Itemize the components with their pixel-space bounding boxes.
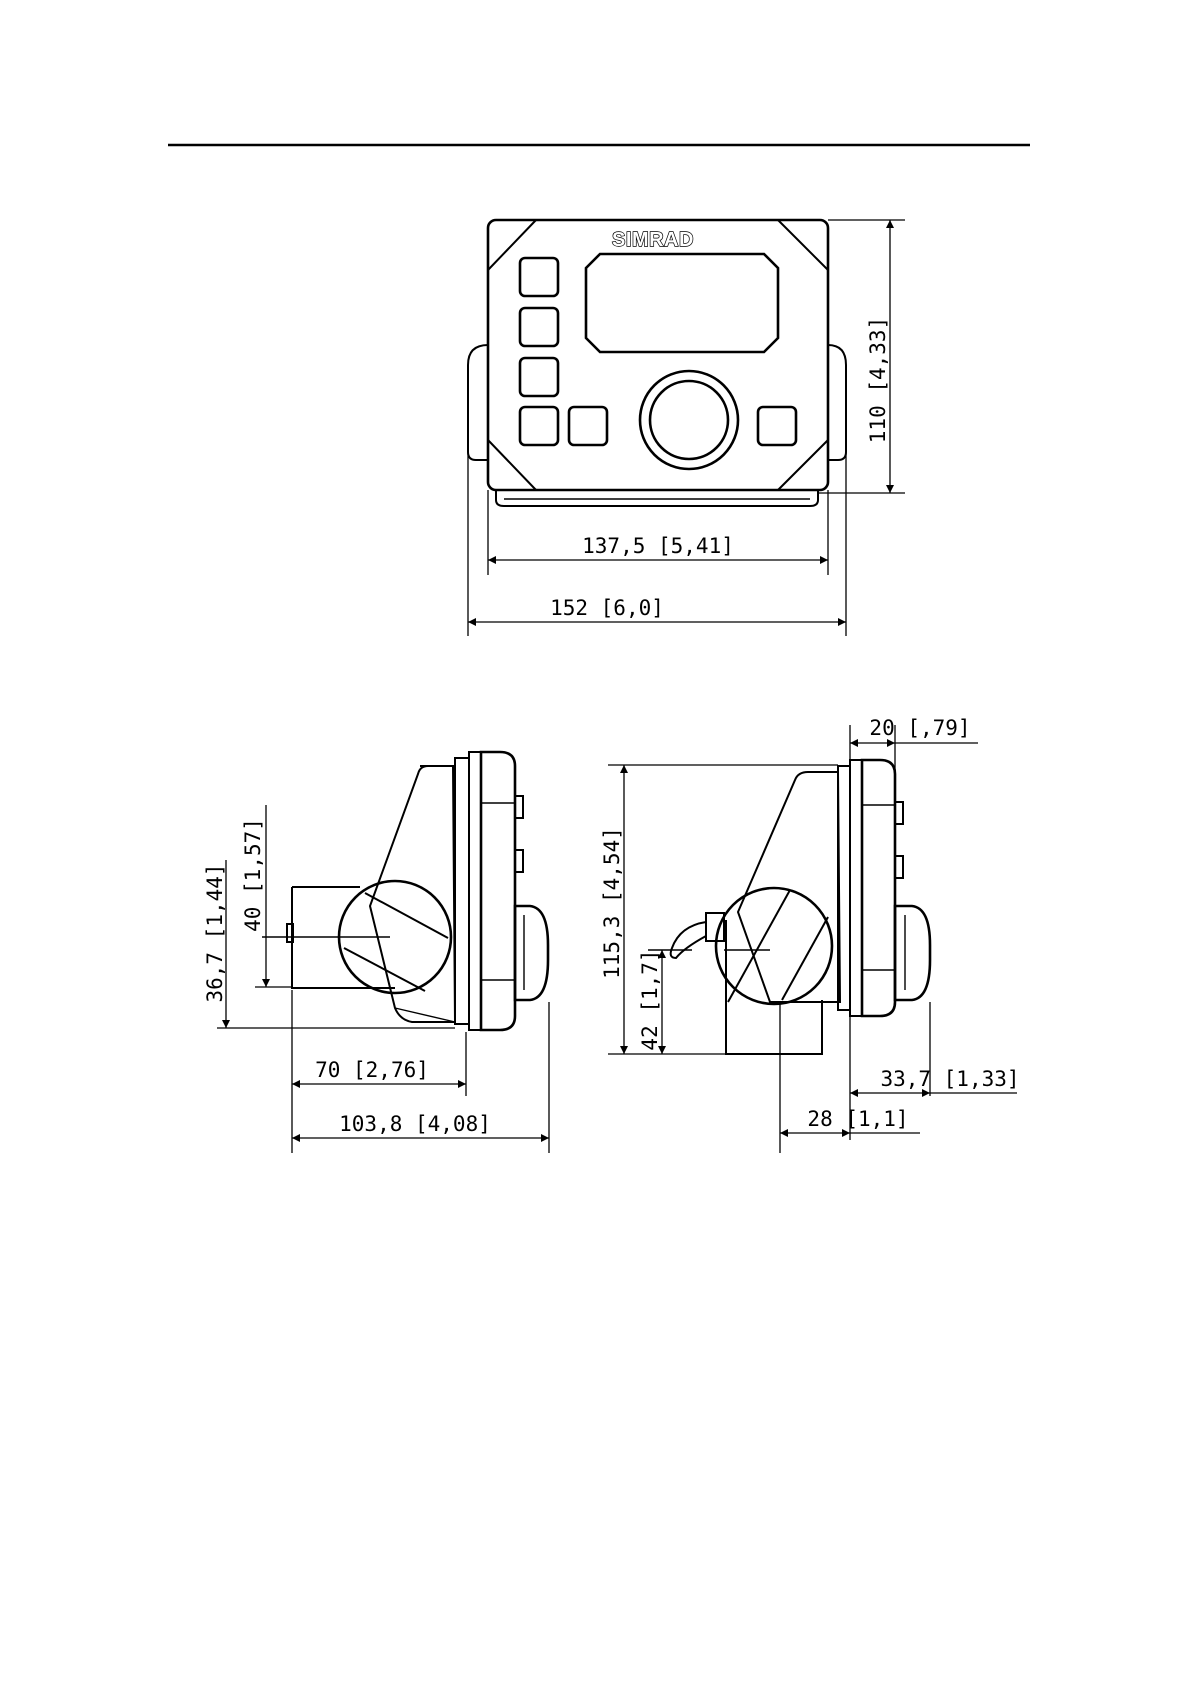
key-button-6: [758, 407, 796, 445]
overall-width-label: 152 [6,0]: [550, 596, 664, 620]
front-panel-left: [481, 752, 515, 1030]
mount-cylinder-right: [726, 920, 822, 1054]
height-label: 110 [4,33]: [866, 317, 890, 443]
height-a-label: 36,7 [1,44]: [203, 863, 227, 1002]
depth-a-label: 70 [2,76]: [315, 1058, 429, 1082]
key-button-4: [520, 407, 558, 445]
cable: [671, 922, 706, 958]
height-total-label: 115,3 [4,54]: [600, 827, 624, 979]
side-body-right: [738, 772, 840, 1002]
bracket-height-label: 42 [1,7]: [638, 949, 662, 1050]
display-screen: [586, 254, 778, 352]
height-b-label: 40 [1,57]: [241, 818, 265, 932]
key-button-5: [569, 407, 607, 445]
knob-left: [515, 906, 548, 1000]
bracket-rail: [496, 490, 818, 506]
face-width-label: 137,5 [5,41]: [582, 534, 734, 558]
knob-right: [895, 906, 930, 1000]
side-view-right: 115,3 [4,54] 42 [1,7] 20 [,79] 33,7 [1,3…: [600, 716, 1020, 1153]
mount-ball-right: [716, 888, 832, 1004]
top-depth-label: 20 [,79]: [869, 716, 970, 740]
key-button-2: [520, 308, 558, 346]
front-view: SIMRAD 110 [4,33] 137,5 [5,41] 152 [6,0]: [468, 220, 905, 636]
side-view-left: 36,7 [1,44] 40 [1,57] 70 [2,76] 103,8 [4…: [203, 752, 549, 1153]
knob-depth-label: 33,7 [1,33]: [880, 1067, 1019, 1091]
depth-b-label: 103,8 [4,08]: [339, 1112, 491, 1136]
front-panel-right: [862, 760, 895, 1016]
cable-gland: [706, 913, 724, 941]
front-housing: [488, 220, 828, 490]
key-button-1: [520, 258, 558, 296]
brand-logo: SIMRAD: [612, 229, 694, 251]
rotary-knob-outer: [640, 371, 738, 469]
bracket-right-ear: [828, 345, 846, 460]
bracket-offset-label: 28 [1,1]: [807, 1107, 908, 1131]
key-button-3: [520, 358, 558, 396]
rotary-knob-inner: [650, 381, 728, 459]
bracket-left-ear: [468, 345, 488, 460]
